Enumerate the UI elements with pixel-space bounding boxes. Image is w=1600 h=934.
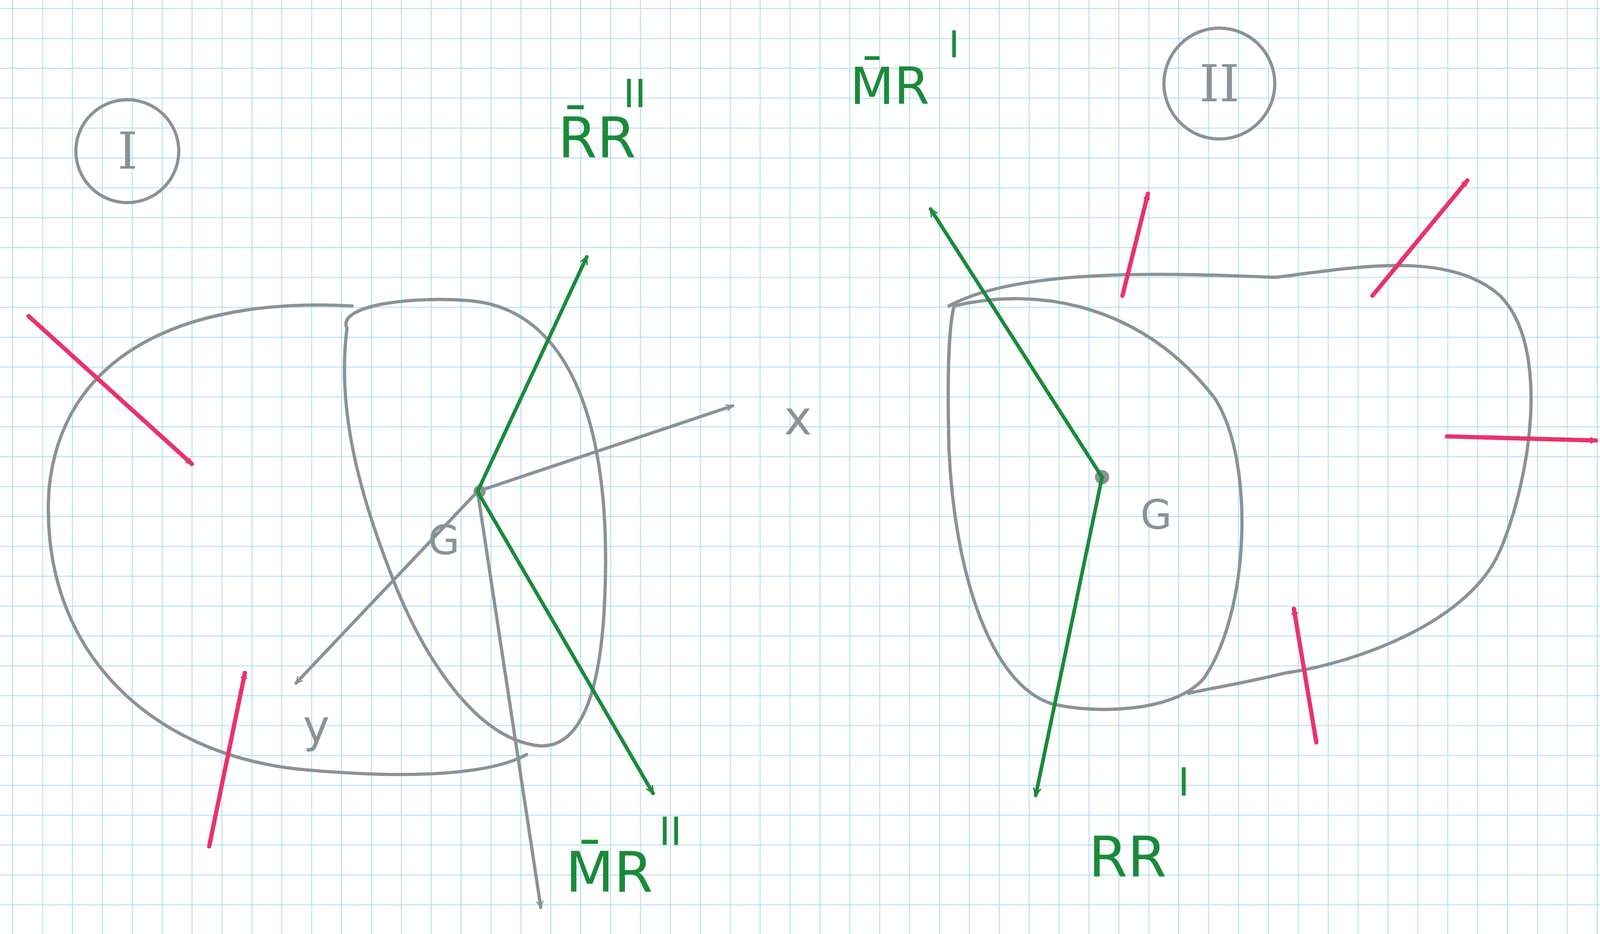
axis-label: x: [784, 394, 812, 442]
vector-label: II: [658, 812, 682, 851]
body-number: II: [1199, 58, 1240, 110]
axis-label: G: [1140, 494, 1172, 536]
body-number: I: [117, 125, 138, 177]
body-number-circle: I: [74, 98, 181, 205]
vector-label: R̄R: [558, 109, 637, 167]
axis-label: G: [428, 520, 460, 562]
vector-label: I: [948, 26, 960, 64]
vector-label: RR: [1088, 829, 1167, 886]
axis-label: y: [302, 703, 330, 750]
body-number-circle: II: [1162, 26, 1277, 141]
vector-label: I: [1177, 763, 1190, 803]
vector-label: M̄R: [849, 61, 930, 112]
vector-label: M̄R: [565, 844, 654, 901]
vector-label: II: [623, 74, 647, 113]
